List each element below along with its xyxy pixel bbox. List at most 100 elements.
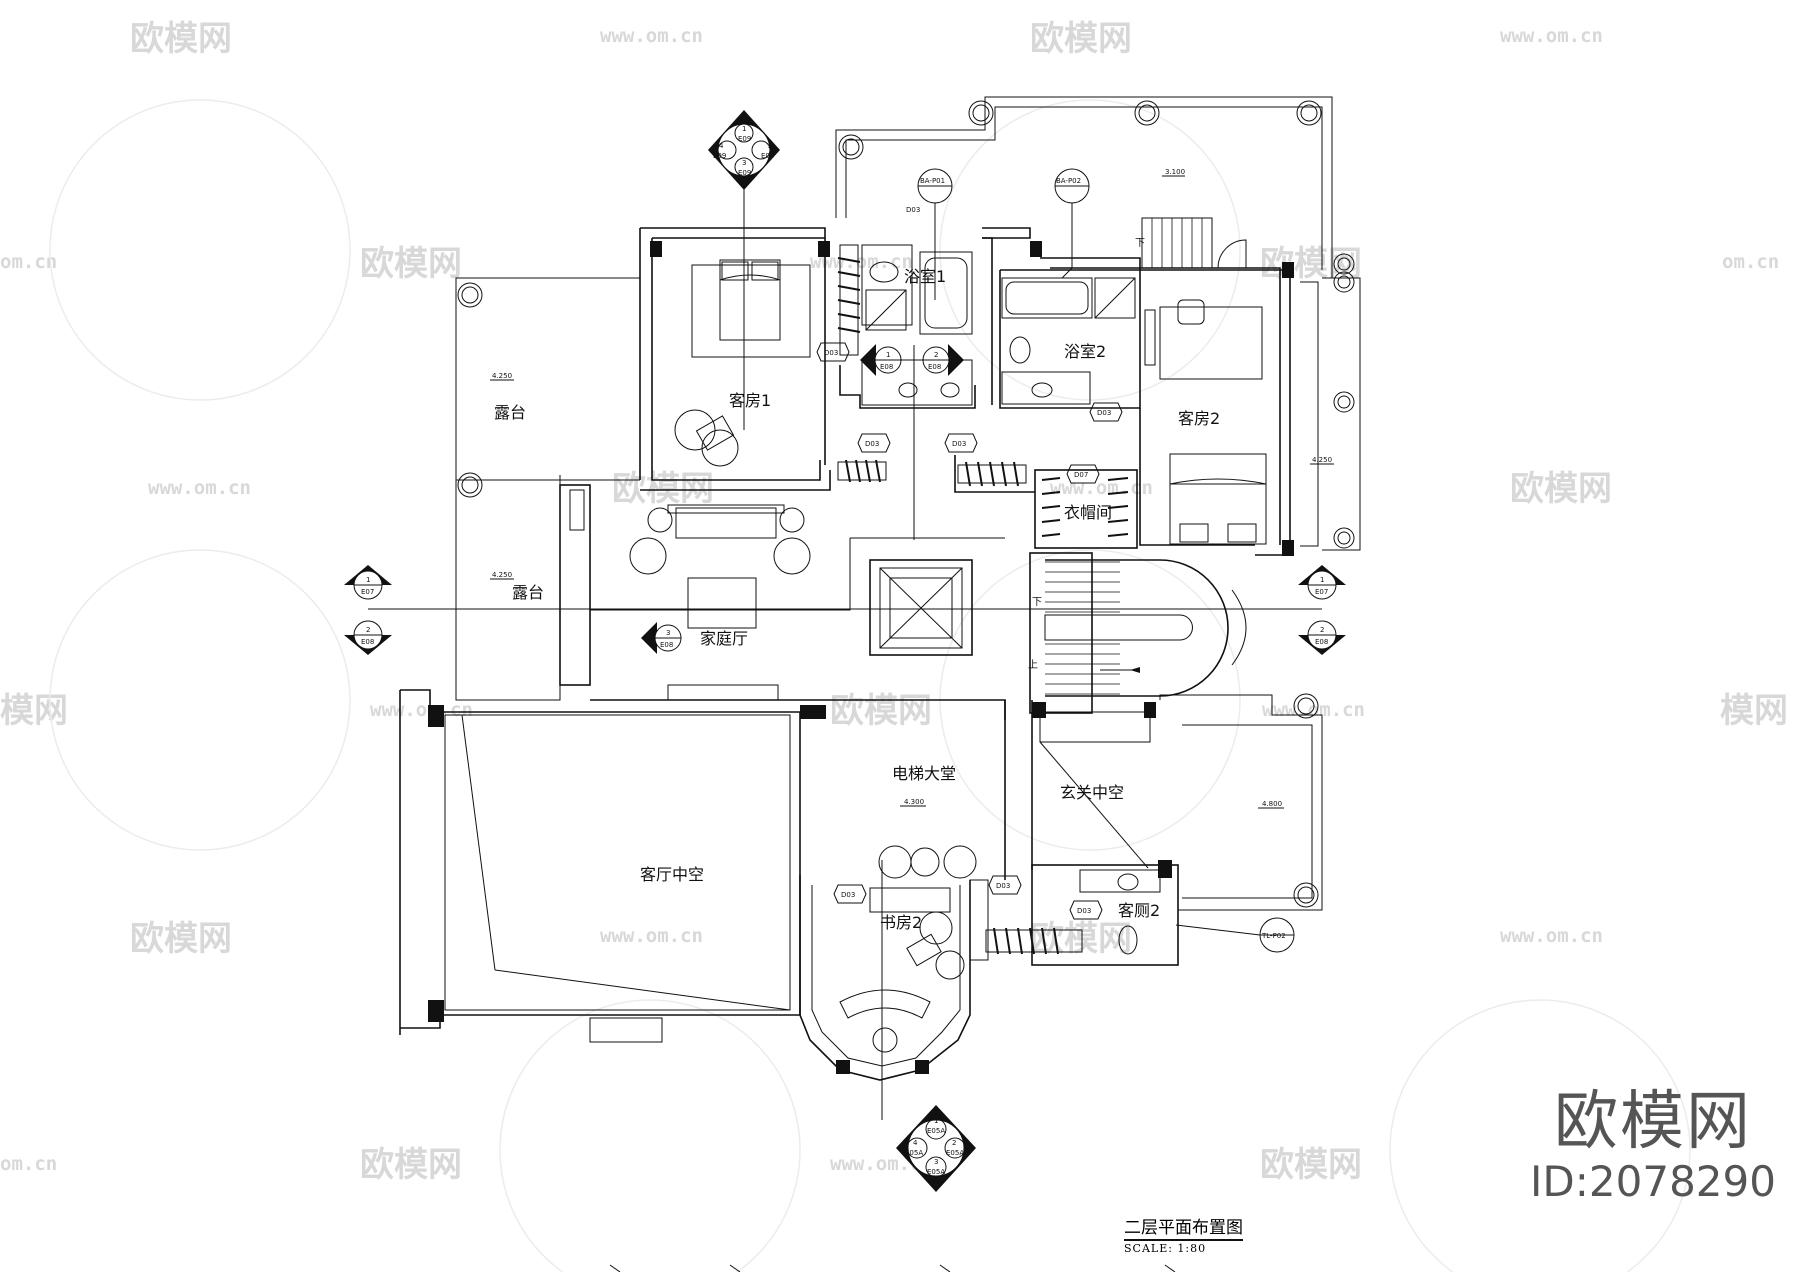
room-label-guest-room-1: 客房1 xyxy=(729,391,771,410)
symbol-number: 3 xyxy=(666,629,670,637)
watermark-logo: 欧模网 xyxy=(1510,469,1612,509)
plan-title: 二层平面布置图 xyxy=(1124,1213,1243,1241)
door-tag-code: D03 xyxy=(865,440,879,448)
watermark-layer: 欧模网 www.om.cn 欧模网 www.om.cn om.cn 欧模网 ww… xyxy=(0,19,1788,1272)
room-label-guest-room-2: 客房2 xyxy=(1178,409,1220,428)
pointer-ba-p02: BA-P02 xyxy=(1054,168,1090,279)
door-tag: D07 xyxy=(1066,464,1100,484)
stair-up-label: 上 xyxy=(1028,659,1038,671)
watermark-logo: 模网 xyxy=(1720,691,1788,731)
watermark-url: www.om.cn xyxy=(810,251,913,273)
room-label-study-2: 书房2 xyxy=(880,913,922,932)
elevation-symbol-bottom: 1 E05A 2 E05A 3 E05A 4 E05A xyxy=(896,1105,976,1192)
symbol-number: 1 xyxy=(1320,576,1324,584)
watermark-url: www.om.cn xyxy=(600,25,703,47)
elevator-core xyxy=(869,559,973,656)
title-block: 二层平面布置图 SCALE: 1:80 xyxy=(1124,1213,1243,1255)
watermark-url: www.om.cn xyxy=(600,925,703,947)
symbol-number: 4 xyxy=(913,1139,918,1147)
watermark-url: om.cn xyxy=(0,251,57,273)
material-pointers: BA-P01 BA-P02 TL-P02 xyxy=(917,168,1295,953)
door-tag-code: D03 xyxy=(841,891,855,899)
watermark-url: www.om.cn xyxy=(148,477,251,499)
symbol-number: 2 xyxy=(768,142,772,150)
foyer-void: 玄关中空 xyxy=(1031,700,1156,870)
watermark-url: www.om.cn xyxy=(1500,925,1603,947)
pointer-code: TL-P02 xyxy=(1261,932,1286,940)
room-label-living-void: 客厅中空 xyxy=(640,865,704,884)
elevation-mark: 4.300 xyxy=(904,798,924,806)
room-label-wardrobe: 衣帽间 xyxy=(1064,503,1112,522)
watermark-url: www.om.cn xyxy=(370,699,473,721)
room-label-family-hall: 家庭厅 xyxy=(700,629,748,648)
watermark-logo: 欧模网 xyxy=(360,244,462,284)
door-tag: D03 xyxy=(1069,900,1103,920)
symbol-number: 3 xyxy=(934,1158,938,1166)
wardrobe-room: 衣帽间 xyxy=(954,455,1138,549)
watermark-logo: 欧模网 xyxy=(130,919,232,959)
symbol-number: 4 xyxy=(719,142,724,150)
door-tag-code: D03 xyxy=(1077,907,1091,915)
watermark-url: www.om.cn xyxy=(1500,25,1603,47)
room-label-terrace: 露台 xyxy=(494,403,526,422)
elevation-mark: 4.250 xyxy=(492,372,512,380)
room-label-foyer-void: 玄关中空 xyxy=(1060,783,1124,802)
elevation-mark: 4.250 xyxy=(492,571,512,579)
symbol-sheet: E05A xyxy=(905,1149,923,1157)
door-tag-code: D07 xyxy=(1074,471,1088,479)
symbol-sheet: E08 xyxy=(880,363,893,371)
symbol-sheet: E05A xyxy=(946,1149,964,1157)
pointer-code: BA-P02 xyxy=(1056,177,1081,185)
symbol-number: 2 xyxy=(952,1139,956,1147)
brand-name: 欧模网 xyxy=(1554,1085,1752,1159)
elevation-mark: 4.800 xyxy=(1262,800,1282,808)
door-tag-hidden: D03 xyxy=(906,206,920,214)
elevation-mark: 4.250 xyxy=(1312,456,1332,464)
watermark-logo: 欧模网 xyxy=(360,1145,462,1185)
watermark-logo: 欧模网 xyxy=(1260,1145,1362,1185)
elevation-symbol-top: 1 E09 2 E09 3 E09 4 E09 xyxy=(708,110,780,190)
symbol-sheet: E05A xyxy=(927,1127,945,1135)
symbol-number: 2 xyxy=(934,351,938,359)
main-stair: 下 上 xyxy=(1028,552,1247,714)
symbol-number: 1 xyxy=(886,351,890,359)
pointer-tl-p02: TL-P02 xyxy=(1259,917,1295,953)
section-symbol-left: 1 E07 2 E08 xyxy=(344,565,392,655)
symbol-sheet: E07 xyxy=(361,588,374,596)
upper-deck: 3.100 下 xyxy=(835,96,1333,278)
section-symbol-right: 1 E07 2 E08 xyxy=(1298,565,1346,655)
living-void: 客厅中空 xyxy=(399,689,826,1043)
symbol-number: 1 xyxy=(742,125,746,133)
door-tag-code: D03 xyxy=(952,440,966,448)
watermark-logo: 欧模网 xyxy=(1260,244,1362,284)
watermark-logo: 欧模网 xyxy=(612,469,714,509)
study-2: 书房2 xyxy=(799,875,989,1081)
guest-room-2: 客房2 xyxy=(1139,299,1267,546)
watermark-logo: 欧模网 xyxy=(1030,19,1132,59)
right-lower-terrace: 4.800 xyxy=(1159,693,1323,911)
room-label-bathroom-2: 浴室2 xyxy=(1064,342,1106,361)
symbol-number: 3 xyxy=(742,159,746,167)
guest-wc-2: 客厕2 xyxy=(985,860,1261,966)
guest-room-1: 客房1 xyxy=(640,238,887,491)
door-tags: D03 D03 D03 D03 D03 D03 D07 D03 xyxy=(816,206,1123,920)
stair-down-label: 下 xyxy=(1032,597,1042,608)
elevator-lobby: 电梯大堂 4.300 xyxy=(878,700,1006,880)
symbol-sheet: E09 xyxy=(713,152,726,160)
door-tag: D03 xyxy=(1089,402,1123,422)
symbol-sheet: E09 xyxy=(738,169,751,177)
symbol-number: 1 xyxy=(934,1117,938,1125)
brand-id: ID:2078290 xyxy=(1530,1157,1776,1206)
stair-down-label: 下 xyxy=(1135,238,1145,249)
family-hall: 家庭厅 xyxy=(559,484,1006,720)
family-elevation-symbol: 3 E08 xyxy=(641,622,682,654)
room-label-guest-wc-2: 客厕2 xyxy=(1118,901,1160,920)
bathroom-2: 浴室2 xyxy=(999,269,1141,409)
pointer-ba-p01: BA-P01 xyxy=(917,168,953,300)
brand-stamp: 欧模网 ID:2078290 xyxy=(1518,1086,1788,1206)
pointer-code: BA-P01 xyxy=(920,177,945,185)
door-tag: D03 xyxy=(816,342,850,362)
symbol-sheet: E09 xyxy=(738,135,751,143)
symbol-sheet: E08 xyxy=(1315,638,1328,646)
